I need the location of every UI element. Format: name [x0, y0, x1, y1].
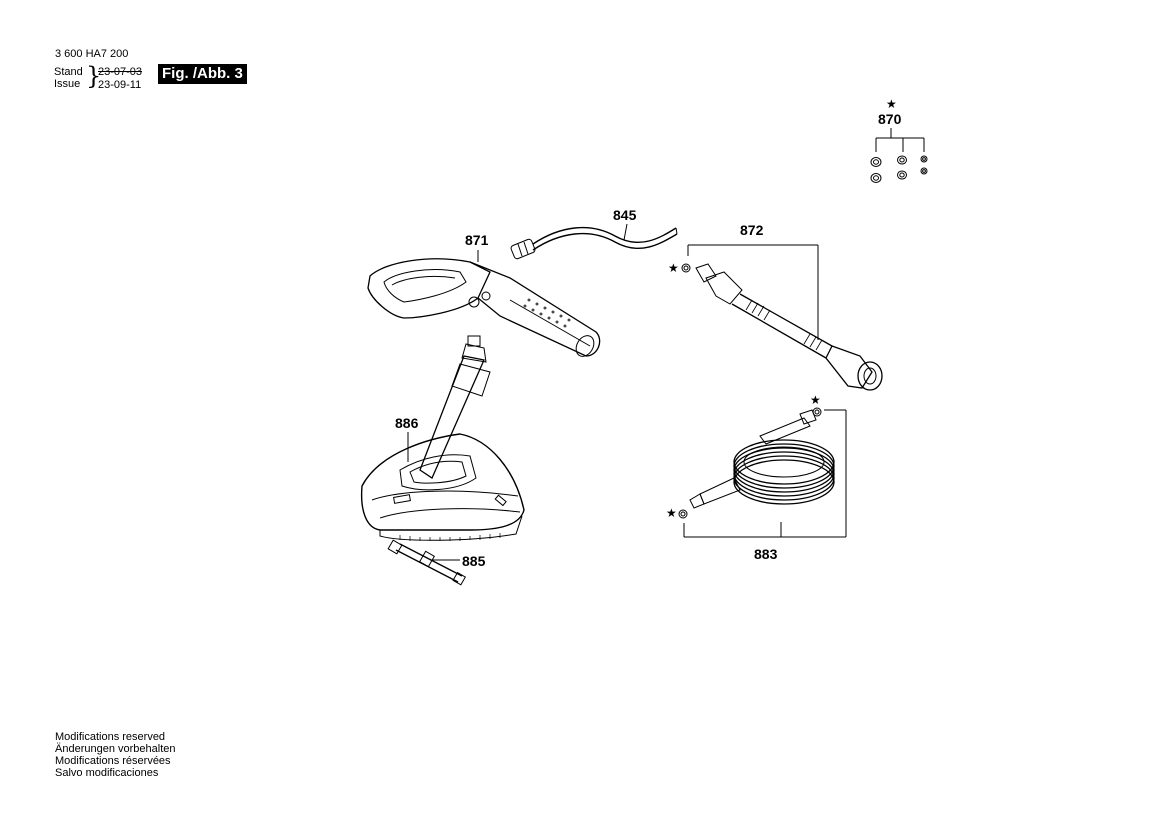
- part-885-rotor-bar[interactable]: 885: [387, 539, 486, 586]
- footer-line-es: Salvo modificaciones: [55, 767, 159, 779]
- star-marker: ★: [886, 97, 897, 111]
- stand-label: Stand: [54, 66, 83, 78]
- part-886-surface-cleaner[interactable]: 886: [360, 335, 525, 541]
- part-883-pressure-hose[interactable]: 883 ★ ★: [666, 393, 847, 562]
- part-number: 3 600 HA7 200: [55, 48, 129, 60]
- label-845: 845: [613, 207, 637, 223]
- star-marker: ★: [810, 393, 821, 407]
- label-886: 886: [395, 415, 419, 431]
- label-872: 872: [740, 222, 764, 238]
- part-871-spray-gun[interactable]: 871: [367, 232, 601, 360]
- stand-date: 23-07-03: [98, 66, 143, 78]
- part-845-hose[interactable]: 845: [510, 207, 678, 260]
- footer-line-en: Modifications reserved: [55, 731, 166, 743]
- star-marker: ★: [666, 506, 677, 520]
- star-marker: ★: [668, 261, 679, 275]
- figure-badge: Fig. /Abb. 3: [158, 64, 247, 84]
- footer-line-fr: Modifications réservées: [55, 755, 171, 767]
- part-870-seal-set[interactable]: ★ 870: [870, 97, 928, 183]
- label-871: 871: [465, 232, 489, 248]
- issue-label: Issue: [54, 78, 81, 90]
- brace-symbol: }: [86, 62, 102, 90]
- label-870: 870: [878, 111, 902, 127]
- footer-notice: Modifications reserved Änderungen vorbeh…: [55, 731, 175, 779]
- label-883: 883: [754, 546, 778, 562]
- part-872-lance[interactable]: 872 ★: [668, 222, 883, 391]
- footer-line-de: Änderungen vorbehalten: [55, 743, 176, 755]
- issue-date: 23-09-11: [98, 79, 142, 91]
- label-885: 885: [462, 553, 486, 569]
